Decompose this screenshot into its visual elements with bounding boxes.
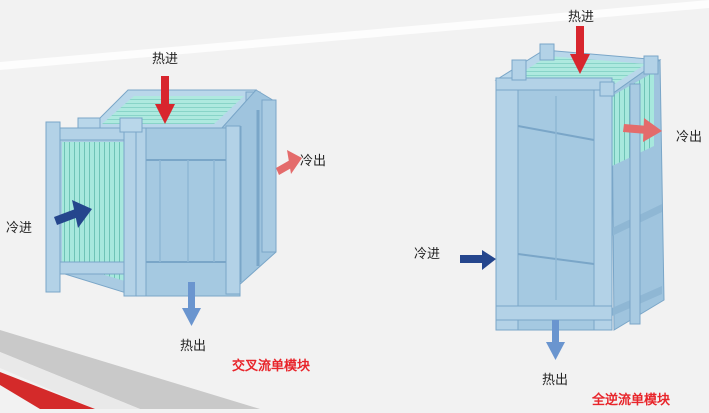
hot-in-arrow-right — [570, 26, 590, 74]
hot-out-arrow — [182, 282, 201, 326]
cross-hot-in-label: 热进 — [152, 52, 179, 67]
counter-cold-out-label: 冷出 — [676, 130, 703, 145]
counter-flow-title: 全逆流单模块 — [592, 393, 671, 408]
cold-in-arrow — [54, 200, 92, 228]
counter-cold-in-label: 冷进 — [414, 247, 441, 262]
hot-in-arrow — [155, 76, 175, 124]
counter-hot-out-label: 热出 — [542, 373, 569, 388]
cold-out-arrow-right — [623, 118, 662, 142]
counter-flow-module-illustration — [494, 43, 665, 331]
cross-flow-arrows — [54, 76, 302, 326]
counter-hot-in-label: 热进 — [568, 10, 595, 25]
cold-in-arrow-right — [460, 250, 496, 270]
counter-flow-arrows — [460, 26, 662, 360]
cross-cold-in-label: 冷进 — [6, 221, 33, 236]
cold-out-arrow — [276, 150, 302, 175]
cross-flow-title: 交叉流单模块 — [232, 359, 311, 374]
cross-cold-out-label: 冷出 — [300, 154, 327, 169]
hot-out-arrow-right — [546, 320, 565, 360]
cross-hot-out-label: 热出 — [180, 339, 207, 354]
cross-flow-module-illustration — [45, 89, 277, 297]
